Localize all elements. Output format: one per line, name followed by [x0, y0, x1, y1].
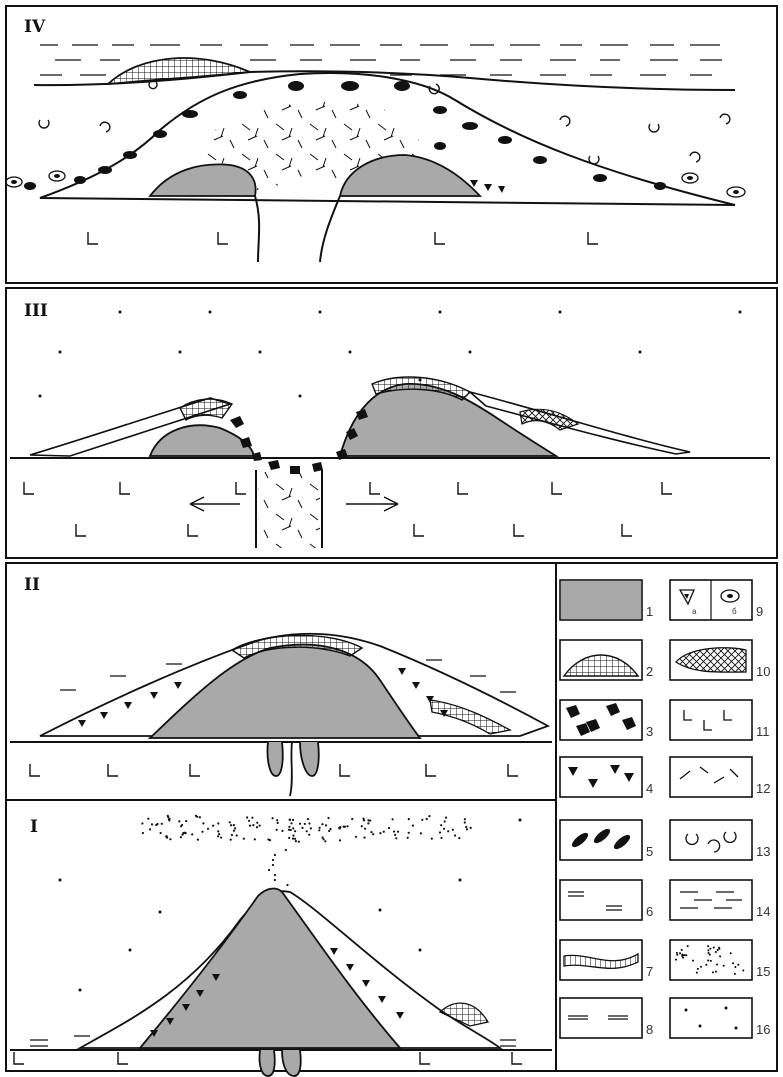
panel-ii-label: II — [24, 575, 40, 595]
legend-sub-a: a — [692, 607, 697, 616]
panel-iv-label: IV — [24, 17, 46, 37]
panel-i: I — [6, 800, 556, 1076]
legend-number: 10 — [756, 664, 770, 679]
legend-swatch-8 — [560, 998, 642, 1038]
legend-number: 6 — [646, 904, 653, 919]
panel-iii-rift-fill — [258, 472, 320, 548]
legend-item-9: 9 a б — [670, 580, 763, 620]
legend-swatch-6 — [560, 880, 642, 920]
panel-iii: III — [6, 288, 777, 558]
legend-number: 4 — [646, 781, 653, 796]
legend-item-6: 6 — [560, 880, 653, 920]
legend-number: 7 — [646, 964, 653, 979]
legend-number: 5 — [646, 844, 653, 859]
legend-item-1: 1 — [560, 580, 653, 620]
legend-number: 13 — [756, 844, 770, 859]
panel-iv: IV — [6, 6, 777, 283]
legend-item-4: 4 — [560, 757, 653, 797]
legend-number: 16 — [756, 1022, 770, 1037]
legend-item-7: 7 — [560, 940, 653, 980]
panel-ii: II — [6, 563, 556, 800]
legend-number: 2 — [646, 664, 653, 679]
legend-swatch-16 — [670, 998, 752, 1038]
legend-number: 1 — [646, 604, 653, 619]
legend-item-5: 5 — [560, 820, 653, 860]
legend-swatch-11 — [670, 700, 752, 740]
legend-number: 14 — [756, 904, 770, 919]
legend-number: 15 — [756, 964, 770, 979]
legend-number: 11 — [756, 724, 770, 739]
panel-iii-label: III — [24, 301, 48, 321]
panel-i-label: I — [30, 817, 38, 837]
legend-number: 8 — [646, 1022, 653, 1037]
legend-sub-b: б — [732, 607, 737, 616]
legend-item-3: 3 — [560, 700, 653, 740]
legend-item-2: 2 — [560, 640, 653, 680]
legend-number: 3 — [646, 724, 653, 739]
legend-number: 12 — [756, 781, 770, 796]
legend-number: 9 — [756, 604, 763, 619]
legend-item-8: 8 — [560, 998, 653, 1038]
